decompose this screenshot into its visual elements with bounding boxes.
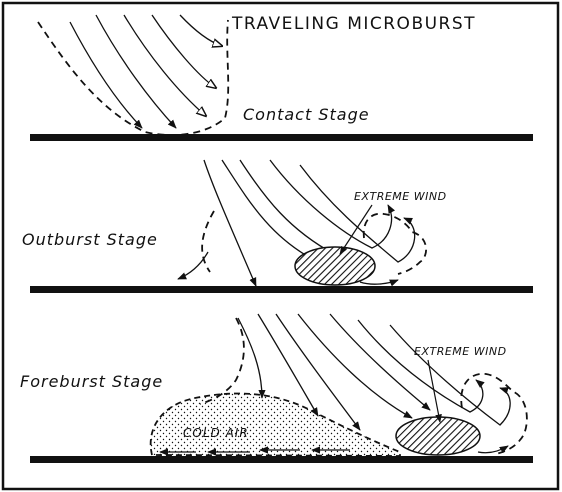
foreburst-streamline xyxy=(297,313,413,419)
foreburst-dashed-rotor xyxy=(460,373,528,455)
outburst-extreme-wind-zone xyxy=(294,246,376,286)
foreburst-annotation-pointer xyxy=(427,359,442,423)
outburst-streamline xyxy=(203,159,257,287)
outburst-dashed-rotor xyxy=(362,212,427,275)
contact-streamline xyxy=(95,14,177,129)
outburst-ground-line xyxy=(30,286,533,293)
contact-stage-label: Contact Stage xyxy=(243,105,370,124)
diagram-title: TRAVELING MICROBURST xyxy=(231,14,476,34)
outburst-streamline xyxy=(239,159,335,255)
foreburst-dashed-outline-left xyxy=(199,317,245,405)
outburst-stage-panel: Outburst Stage EXTREME WIND xyxy=(22,159,533,293)
outburst-streamline xyxy=(269,159,396,249)
foreburst-streamline xyxy=(477,445,509,454)
outburst-extreme-wind-label: EXTREME WIND xyxy=(354,190,447,203)
foreburst-streamline xyxy=(357,319,485,413)
foreburst-extreme-wind-zone xyxy=(395,416,481,456)
outburst-annotation-pointer xyxy=(339,204,373,255)
foreburst-ground-line xyxy=(30,456,533,463)
outburst-streamline xyxy=(299,164,416,263)
contact-streamline xyxy=(151,14,216,88)
contact-streamline xyxy=(69,21,143,129)
foreburst-stage-label: Foreburst Stage xyxy=(20,372,163,391)
foreburst-extreme-wind-label: EXTREME WIND xyxy=(414,345,507,358)
outburst-stage-label: Outburst Stage xyxy=(22,230,158,249)
foreburst-streamline xyxy=(237,317,266,399)
contact-streamline xyxy=(179,14,222,46)
foreburst-streamline xyxy=(257,313,319,417)
contact-streamline xyxy=(123,14,206,116)
outburst-streamline xyxy=(177,251,209,280)
foreburst-streamline xyxy=(329,313,431,411)
foreburst-stage-panel: Foreburst Stage COLD AIR EXTREME WIND xyxy=(20,313,533,463)
outburst-dashed-outline-left xyxy=(201,210,215,273)
foreburst-cold-air-label: COLD AIR xyxy=(183,426,249,440)
contact-ground-line xyxy=(30,134,533,141)
outburst-streamline xyxy=(359,279,399,287)
foreburst-streamline xyxy=(275,313,361,431)
foreburst-streamline xyxy=(389,324,511,426)
foreburst-cold-air-region xyxy=(149,392,401,457)
outburst-streamline xyxy=(221,159,319,263)
contact-stage-panel: Contact Stage xyxy=(30,14,533,141)
